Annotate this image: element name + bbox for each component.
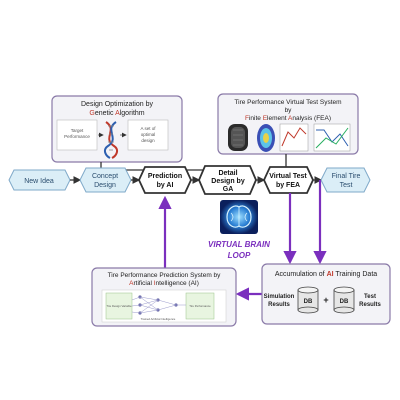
ga-input-box bbox=[56, 119, 98, 151]
ga-output-line2: optimal bbox=[141, 132, 156, 137]
fea-panel-title-line2: by bbox=[285, 107, 293, 114]
accumulation-panel: Accumulation of AI Training Data Simulat… bbox=[261, 263, 391, 325]
flow-node-detail-design: Detail Design by GA bbox=[198, 165, 257, 195]
ga-output-line1: A set of bbox=[140, 126, 156, 131]
ai-panel: Tire Performance Prediction System by Ar… bbox=[91, 267, 237, 327]
accumulation-right-line1: Test bbox=[364, 294, 376, 300]
ga-output-box bbox=[127, 119, 169, 151]
accumulation-left-line1: Simulation bbox=[264, 294, 295, 300]
neural-network-icon: Tire Design Variable Trained Artificial … bbox=[101, 289, 227, 323]
ga-panel-title-line2: Genetic Algorithm bbox=[89, 110, 144, 117]
ai-panel-title-line1: Tire Performance Prediction System by bbox=[108, 272, 222, 279]
brain-label-line1: VIRTUAL BRAIN bbox=[208, 240, 270, 249]
ga-panel-title-line1: Design Optimization by bbox=[81, 101, 153, 108]
flow-node-concept-design: Concept Design bbox=[79, 167, 132, 193]
flow-node-virtual-label2: by FEA bbox=[276, 182, 300, 189]
db-label-simulation: DB bbox=[304, 299, 313, 305]
flow-node-virtual-label1: Virtual Test bbox=[269, 173, 307, 180]
database-icon-simulation: DB bbox=[297, 286, 319, 314]
flow-node-final-label1: Final Tire bbox=[332, 173, 361, 180]
virtual-brain: VIRTUAL BRAIN LOOP bbox=[208, 200, 270, 260]
ai-node-label-trained: Trained Artificial Intelligence bbox=[141, 317, 176, 321]
ga-output-line3: design bbox=[141, 138, 155, 143]
accumulation-left-line2: Results bbox=[268, 302, 290, 308]
flow-node-prediction-ai: Prediction by AI bbox=[138, 166, 192, 194]
dna-icon bbox=[103, 121, 119, 159]
ga-panel: Design Optimization by Genetic Algorithm… bbox=[51, 95, 183, 163]
flow-node-prediction-label1: Prediction bbox=[148, 173, 182, 180]
db-plus-sign: + bbox=[323, 295, 328, 305]
flow-node-detail-label3: GA bbox=[223, 186, 234, 193]
fea-panel-title-line3: Finite Element Analysis (FEA) bbox=[245, 115, 331, 122]
flow-node-concept-label2: Design bbox=[94, 182, 116, 189]
fea-panel-title-line1: Tire Performance Virtual Test System bbox=[234, 99, 341, 106]
flow-node-new-idea-label: New Idea bbox=[24, 178, 54, 185]
flow-row: New Idea Concept Design Prediction by AI… bbox=[8, 165, 371, 195]
fea-mesh-icon bbox=[257, 123, 351, 152]
flow-node-new-idea: New Idea bbox=[8, 169, 71, 191]
tire-icon bbox=[228, 124, 248, 151]
flow-node-detail-label1: Detail bbox=[218, 170, 237, 177]
ga-input-line1: Target bbox=[71, 128, 84, 133]
ga-input-line2: Performance bbox=[64, 134, 90, 139]
loop-arrows bbox=[158, 180, 327, 301]
flow-node-virtual-test: Virtual Test by FEA bbox=[263, 166, 314, 194]
accumulation-right-line2: Results bbox=[359, 302, 381, 308]
flow-node-final-label2: Test bbox=[340, 182, 353, 189]
flow-node-detail-label2: Design by bbox=[211, 178, 245, 185]
accumulation-title: Accumulation of AI Training Data bbox=[275, 271, 377, 278]
flow-node-concept-label1: Concept bbox=[92, 173, 118, 180]
ai-panel-title-line2: Artificial Intelligence (AI) bbox=[129, 280, 199, 287]
brain-label-line2: LOOP bbox=[228, 251, 251, 260]
ai-node-label-input: Tire Design Variable bbox=[106, 304, 131, 308]
flow-node-final-test: Final Tire Test bbox=[320, 167, 371, 193]
fea-panel: Tire Performance Virtual Test System by … bbox=[217, 93, 359, 155]
database-icon-test: DB bbox=[333, 286, 355, 314]
flow-node-prediction-label2: by AI bbox=[157, 182, 174, 189]
ai-node-label-output: Tire Performance bbox=[189, 304, 211, 308]
db-label-test: DB bbox=[340, 299, 349, 305]
